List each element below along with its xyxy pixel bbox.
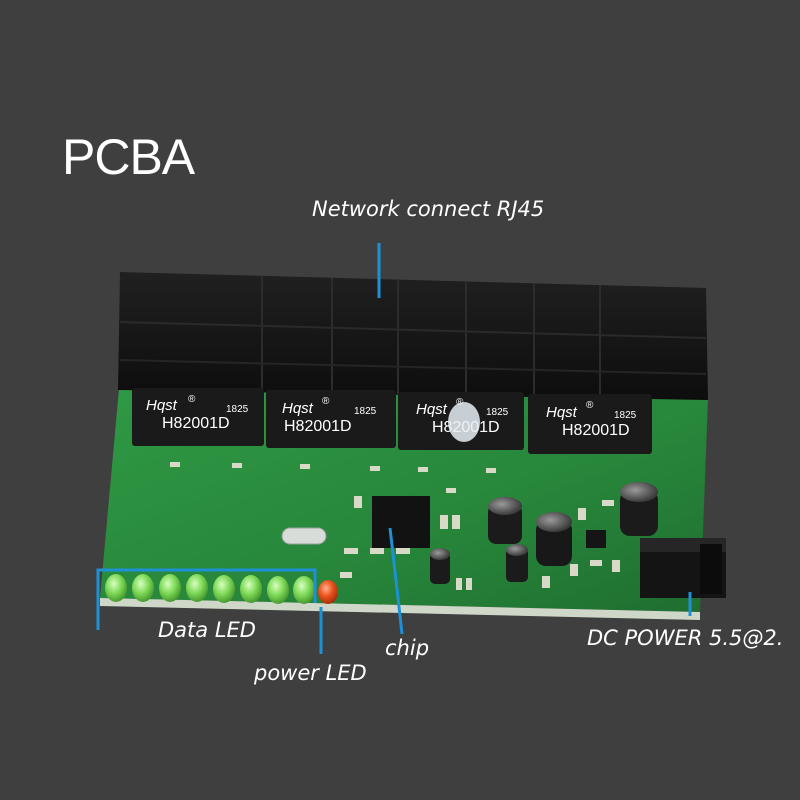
- capacitor-1: [488, 497, 522, 544]
- page-title: PCBA: [62, 129, 195, 185]
- power-led: [318, 580, 338, 604]
- rj45-connector-block: [118, 272, 708, 400]
- data-led: [267, 576, 289, 604]
- transformer-4: Hqst ® 1825 H82001D: [528, 394, 652, 454]
- capacitor-4: [430, 548, 450, 584]
- transformer-brand: Hqst: [282, 400, 314, 417]
- transformer-reg: ®: [456, 397, 464, 408]
- smd-components: [170, 462, 620, 590]
- data-led-label: Data LED: [158, 618, 256, 642]
- capacitor-3: [620, 482, 658, 536]
- qc-sticker: [448, 402, 480, 442]
- transformer-reg: ®: [586, 400, 594, 411]
- transformer-year: 1825: [486, 407, 509, 418]
- chip-callout-line: [388, 527, 404, 635]
- capacitor-5: [506, 544, 528, 582]
- data-led: [240, 575, 262, 603]
- transformer-year: 1825: [354, 406, 377, 417]
- power-led-label: power LED: [254, 661, 367, 685]
- capacitor-2: [536, 512, 572, 566]
- transformer-brand: Hqst: [416, 401, 448, 418]
- rj45-port-dividers: [261, 276, 601, 398]
- transformer-3: Hqst ® 1825 H82001D: [398, 392, 524, 450]
- transformer-reg: ®: [322, 396, 330, 407]
- transformer-year: 1825: [614, 410, 637, 421]
- dc-power-jack: [640, 538, 726, 598]
- transformer-2: Hqst ® 1825 H82001D: [266, 390, 396, 448]
- transformer-model: H82001D: [562, 422, 630, 439]
- transformer-brand: Hqst: [546, 404, 578, 421]
- data-led-bracket: [96, 568, 317, 630]
- main-chip: [372, 496, 430, 548]
- transformer-reg: ®: [188, 394, 196, 405]
- transformer-1: Hqst ® 1825 H82001D: [132, 388, 264, 446]
- transformer-brand: Hqst: [146, 397, 178, 414]
- dc-power-label: DC POWER 5.5@2.: [587, 626, 784, 650]
- data-led: [213, 575, 235, 603]
- rj45-bottom-line: [119, 359, 707, 375]
- chip-label: chip: [385, 636, 430, 660]
- data-led: [132, 574, 154, 602]
- callouts: [96, 243, 692, 654]
- transformer-model: H82001D: [162, 415, 230, 432]
- data-led: [105, 574, 127, 602]
- regulator-ic: [586, 530, 606, 548]
- data-led: [186, 574, 208, 602]
- transformer-year: 1825: [226, 404, 249, 415]
- transformer-model: H82001D: [284, 418, 352, 435]
- data-leds: [105, 574, 315, 604]
- rj45-label: Network connect RJ45: [312, 197, 545, 221]
- crystal-oscillator: [281, 527, 327, 545]
- data-led: [159, 574, 181, 602]
- data-led: [293, 576, 315, 604]
- rj45-shelf-line: [119, 321, 707, 339]
